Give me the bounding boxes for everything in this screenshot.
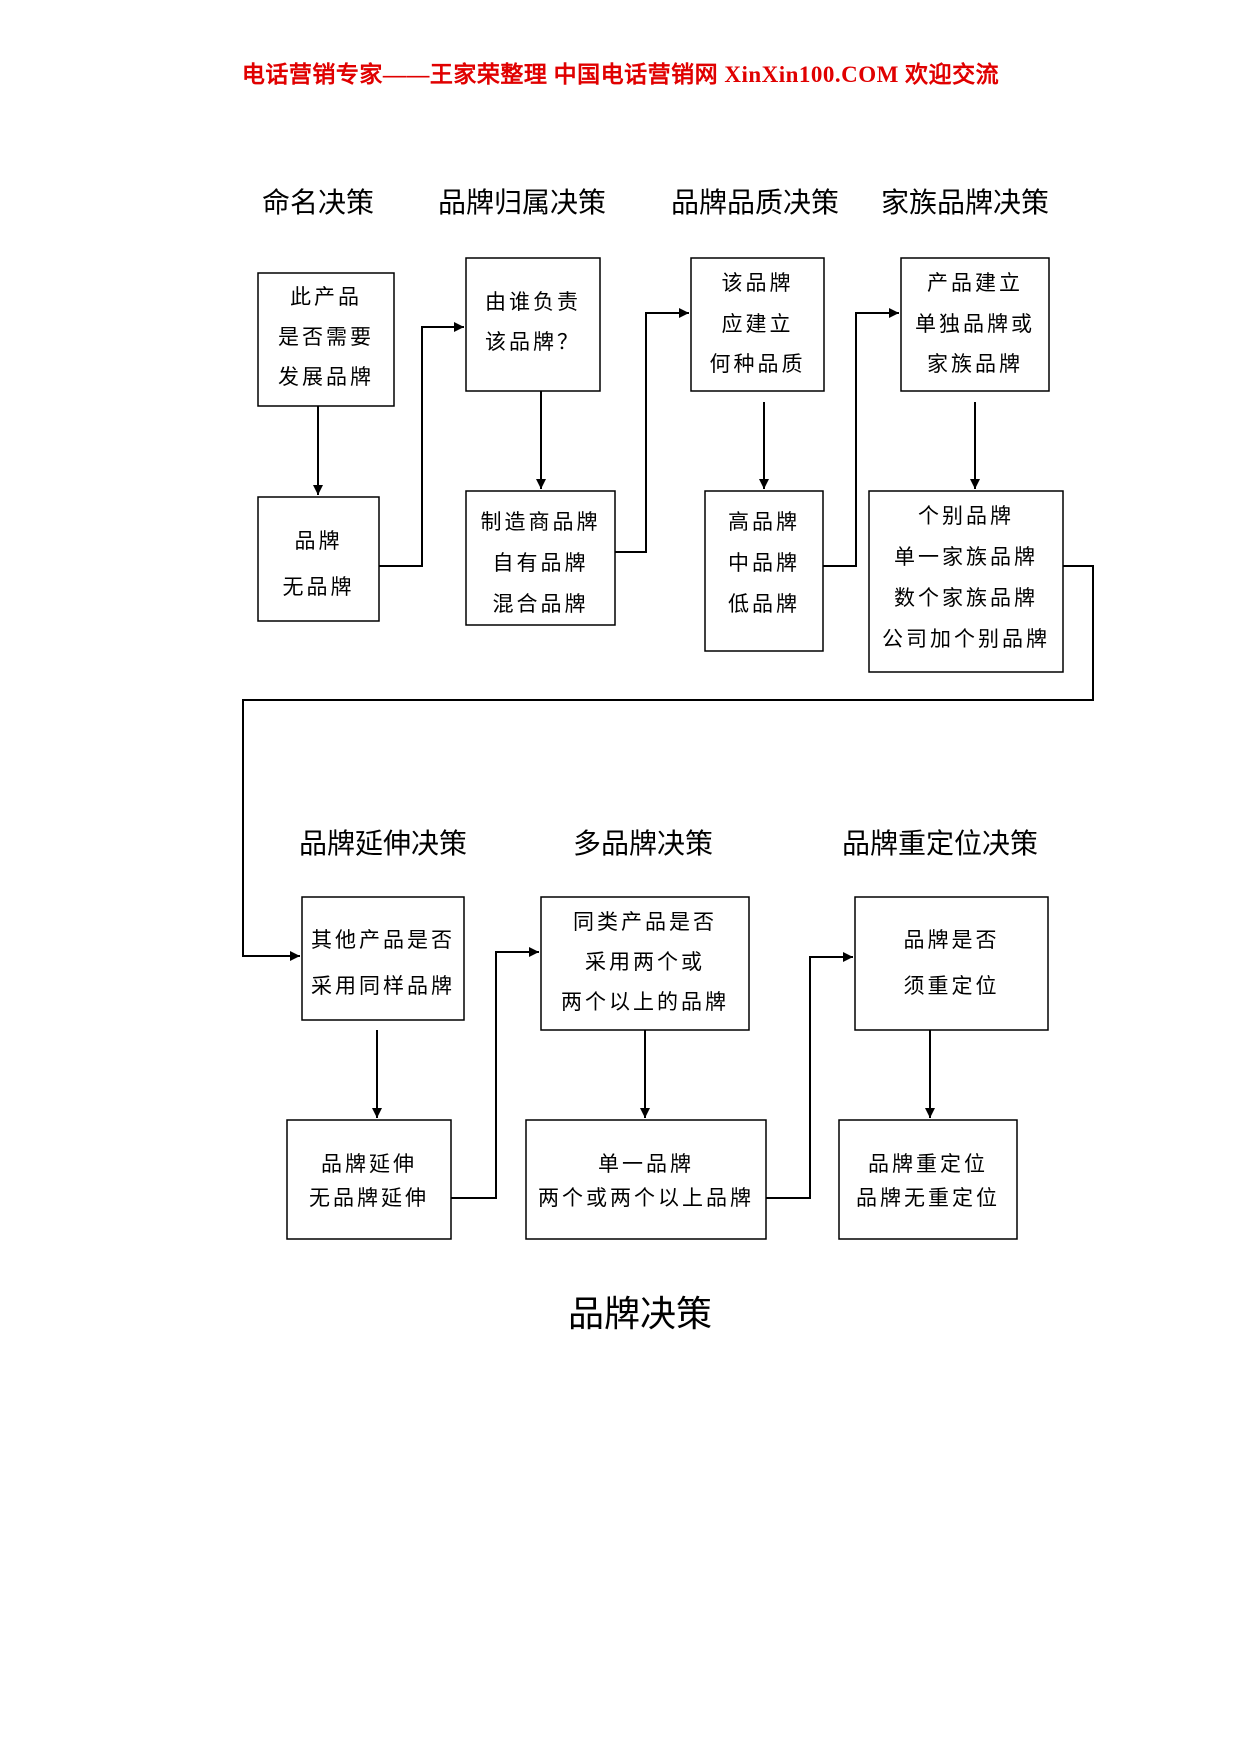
question-box [540,896,750,1031]
decision-heading: 品牌重定位决策 [842,827,1038,860]
option-box [257,496,380,622]
option-box [838,1119,1018,1240]
question-text: 单独品牌或 [915,312,1035,336]
question-text: 采用同样品牌 [311,974,455,998]
option-text: 中品牌 [728,551,800,575]
option-box [868,490,1064,673]
decision-heading: 多品牌决策 [573,827,713,860]
option-text: 混合品牌 [493,592,589,616]
question-box [465,257,601,392]
question-box [301,896,465,1021]
question-text: 该品牌？ [485,330,581,354]
question-text: 同类产品是否 [573,910,717,934]
flow-arrow [823,308,899,567]
option-text: 单一品牌 [598,1152,694,1176]
question-text: 采用两个或 [585,950,705,974]
question-text: 何种品质 [710,352,806,376]
question-text: 家族品牌 [927,352,1023,376]
question-text: 产品建立 [927,271,1023,295]
option-text: 公司加个别品牌 [882,627,1050,651]
option-text: 自有品牌 [493,551,589,575]
diagram-caption: 品牌决策 [568,1294,712,1335]
question-box [257,272,395,407]
decision-heading: 命名决策 [262,186,374,219]
option-text: 无品牌延伸 [309,1186,429,1210]
option-box [465,490,616,626]
question-text: 品牌是否 [904,928,1000,952]
option-text: 低品牌 [728,592,800,616]
header-banner: 电话营销专家——王家荣整理 中国电话营销网 XinXin100.COM 欢迎交流 [241,62,1000,87]
option-text: 无品牌 [283,575,355,599]
option-text: 个别品牌 [918,504,1014,528]
flow-arrow [379,322,464,567]
question-box [690,257,825,392]
decision-heading: 品牌归属决策 [438,186,606,219]
flow-arrow [766,952,853,1199]
question-text: 是否需要 [278,325,374,349]
question-text: 该品牌 [722,271,794,295]
question-text: 两个以上的品牌 [561,990,729,1014]
option-text: 单一家族品牌 [894,545,1038,569]
decision-heading: 品牌品质决策 [671,186,839,219]
option-text: 品牌重定位 [868,1152,988,1176]
option-text: 高品牌 [728,510,800,534]
option-text: 品牌 [295,529,343,553]
question-box [854,896,1049,1031]
option-text: 品牌延伸 [321,1152,417,1176]
question-text: 发展品牌 [278,365,374,389]
option-text: 制造商品牌 [481,510,601,534]
flow-arrow [451,947,539,1199]
option-text: 数个家族品牌 [894,586,1038,610]
option-box [525,1119,767,1240]
option-text: 品牌无重定位 [856,1186,1000,1210]
option-box [286,1119,452,1240]
decision-heading: 品牌延伸决策 [299,827,467,860]
question-text: 须重定位 [904,974,1000,998]
question-text: 此产品 [290,285,362,309]
question-text: 其他产品是否 [311,928,455,952]
flow-arrow [615,308,689,553]
option-text: 两个或两个以上品牌 [538,1186,754,1210]
question-text: 应建立 [722,312,794,336]
question-text: 由谁负责 [485,290,581,314]
flow-arrow [242,565,1094,961]
option-box [704,490,824,652]
decision-heading: 家族品牌决策 [881,186,1049,219]
question-box [900,257,1050,392]
